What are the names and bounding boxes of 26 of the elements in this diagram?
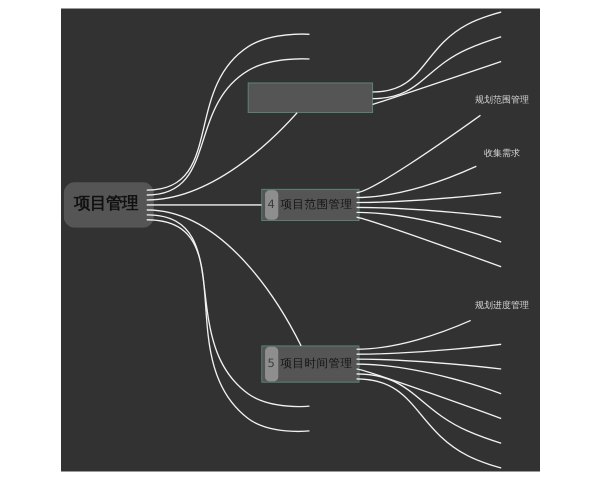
connector [356,216,501,268]
connector [356,368,501,420]
connector [356,373,501,444]
connector [146,58,309,196]
connector [356,206,501,218]
connector [356,358,501,370]
connector [146,209,302,346]
node-text: 收集需求 [484,149,520,160]
connector [146,33,309,191]
connector [356,363,501,394]
connector [356,344,501,355]
node-box [247,82,373,114]
connector [146,204,261,206]
connector [356,212,501,243]
node-text: 规划进度管理 [474,300,529,311]
connector [372,36,501,100]
connector [372,60,501,106]
node-box: 项目管理 [63,182,154,228]
connector [372,11,501,93]
connector [356,378,501,469]
connector [356,114,480,194]
connector [356,166,476,198]
connector [146,112,298,201]
node-text: 规划范围管理 [474,96,529,106]
connector [356,192,501,204]
connector [356,320,470,350]
